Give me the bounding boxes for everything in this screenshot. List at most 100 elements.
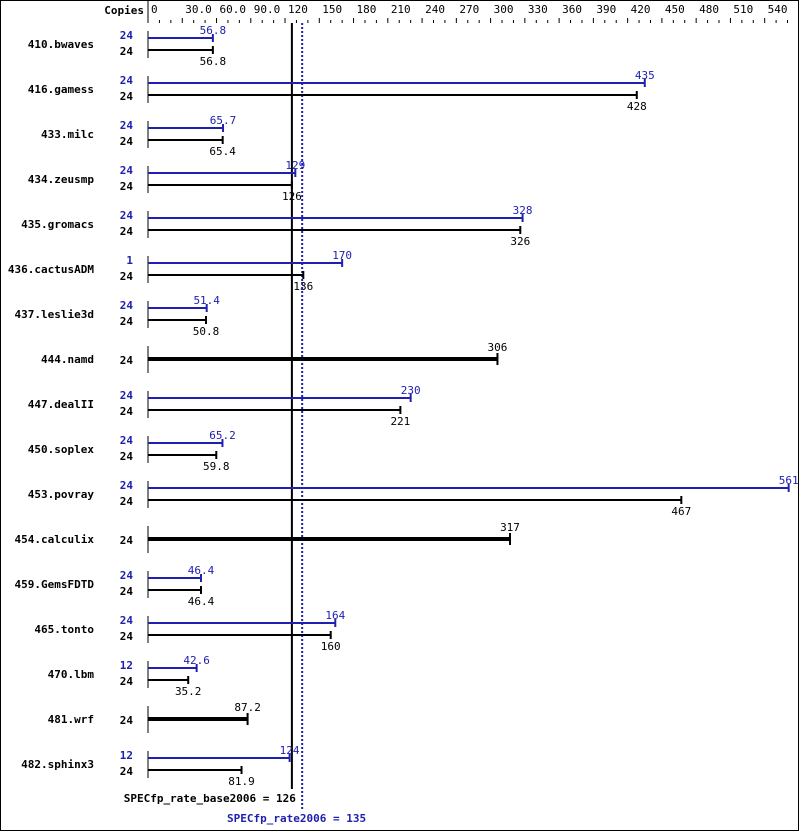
peak-copies: 24 xyxy=(120,569,134,582)
peak-value-label: 124 xyxy=(280,744,300,757)
base-bar xyxy=(148,357,498,361)
peak-value-label: 46.4 xyxy=(188,564,215,577)
benchmark-label: 482.sphinx3 xyxy=(21,758,94,771)
base-value-label: 428 xyxy=(627,100,647,113)
peak-summary-label: SPECfp_rate2006 = 135 xyxy=(227,812,366,825)
x-tick-label: 420 xyxy=(631,3,651,16)
base-value-label: 126 xyxy=(282,190,302,203)
benchmark-label: 481.wrf xyxy=(48,713,94,726)
x-tick-label: 30.0 xyxy=(185,3,212,16)
peak-copies: 24 xyxy=(120,479,134,492)
benchmark-label: 447.dealII xyxy=(28,398,94,411)
x-tick-label: 390 xyxy=(596,3,616,16)
base-copies: 24 xyxy=(120,270,134,283)
benchmark-label: 416.gamess xyxy=(28,83,94,96)
base-copies: 24 xyxy=(120,45,134,58)
base-copies: 24 xyxy=(120,714,134,727)
benchmark-label: 410.bwaves xyxy=(28,38,94,51)
base-copies: 24 xyxy=(120,534,134,547)
x-tick-label: 120 xyxy=(288,3,308,16)
benchmark-label: 465.tonto xyxy=(34,623,94,636)
x-tick-label: 210 xyxy=(391,3,411,16)
x-tick-label: 450 xyxy=(665,3,685,16)
base-value-label: 136 xyxy=(293,280,313,293)
peak-copies: 24 xyxy=(120,389,134,402)
base-copies: 24 xyxy=(120,585,134,598)
benchmark-label: 436.cactusADM xyxy=(8,263,94,276)
peak-copies: 24 xyxy=(120,119,134,132)
base-copies: 24 xyxy=(120,135,134,148)
base-bar xyxy=(148,537,511,541)
base-copies: 24 xyxy=(120,180,134,193)
base-value-label: 65.4 xyxy=(209,145,236,158)
base-bar xyxy=(148,717,248,721)
base-copies: 24 xyxy=(120,315,134,328)
base-copies: 24 xyxy=(120,630,134,643)
benchmark-label: 434.zeusmp xyxy=(28,173,95,186)
benchmark-label: 459.GemsFDTD xyxy=(15,578,95,591)
benchmark-label: 470.lbm xyxy=(48,668,95,681)
peak-copies: 24 xyxy=(120,164,134,177)
x-tick-label: 240 xyxy=(425,3,445,16)
x-tick-label: 360 xyxy=(562,3,582,16)
base-value-label: 35.2 xyxy=(175,685,202,698)
base-copies: 24 xyxy=(120,495,134,508)
peak-copies: 12 xyxy=(120,659,133,672)
peak-value-label: 435 xyxy=(635,69,655,82)
peak-copies: 24 xyxy=(120,29,134,42)
base-copies: 24 xyxy=(120,90,134,103)
x-tick-label: 540 xyxy=(768,3,788,16)
peak-value-label: 42.6 xyxy=(183,654,210,667)
peak-copies: 24 xyxy=(120,614,134,627)
base-value-label: 50.8 xyxy=(193,325,220,338)
base-summary-label: SPECfp_rate_base2006 = 126 xyxy=(124,792,297,805)
base-copies: 24 xyxy=(120,225,134,238)
benchmark-label: 450.soplex xyxy=(28,443,95,456)
base-value-label: 160 xyxy=(321,640,341,653)
x-tick-label: 180 xyxy=(357,3,377,16)
base-value-label: 326 xyxy=(510,235,530,248)
base-value-label: 221 xyxy=(390,415,410,428)
base-value-label: 467 xyxy=(671,505,691,518)
copies-header: Copies xyxy=(104,4,144,17)
peak-value-label: 51.4 xyxy=(193,294,220,307)
base-value-label: 317 xyxy=(500,521,520,534)
x-tick-label: 150 xyxy=(322,3,342,16)
peak-copies: 12 xyxy=(120,749,133,762)
base-copies: 24 xyxy=(120,354,134,367)
base-copies: 24 xyxy=(120,765,134,778)
benchmark-label: 435.gromacs xyxy=(21,218,94,231)
peak-value-label: 56.8 xyxy=(200,24,227,37)
peak-value-label: 561 xyxy=(779,474,798,487)
base-copies: 24 xyxy=(120,675,134,688)
base-value-label: 87.2 xyxy=(234,701,261,714)
base-value-label: 46.4 xyxy=(188,595,215,608)
peak-value-label: 65.2 xyxy=(209,429,236,442)
x-tick-label: 510 xyxy=(733,3,753,16)
benchmark-label: 453.povray xyxy=(28,488,95,501)
base-copies: 24 xyxy=(120,405,134,418)
peak-value-label: 65.7 xyxy=(210,114,237,127)
x-tick-label: 60.0 xyxy=(220,3,247,16)
base-copies: 24 xyxy=(120,450,134,463)
peak-copies: 24 xyxy=(120,209,134,222)
peak-value-label: 170 xyxy=(332,249,352,262)
peak-copies: 1 xyxy=(126,254,133,267)
base-value-label: 306 xyxy=(488,341,508,354)
base-value-label: 81.9 xyxy=(228,775,255,788)
peak-copies: 24 xyxy=(120,434,134,447)
x-tick-label: 270 xyxy=(459,3,479,16)
x-tick-label: 0 xyxy=(151,3,158,16)
benchmark-label: 433.milc xyxy=(41,128,94,141)
benchmark-label: 437.leslie3d xyxy=(15,308,94,321)
peak-copies: 24 xyxy=(120,299,134,312)
peak-value-label: 164 xyxy=(325,609,345,622)
benchmark-label: 444.namd xyxy=(41,353,94,366)
base-value-label: 59.8 xyxy=(203,460,230,473)
benchmark-label: 454.calculix xyxy=(15,533,95,546)
base-value-label: 56.8 xyxy=(200,55,227,68)
x-tick-label: 480 xyxy=(699,3,719,16)
x-tick-label: 300 xyxy=(494,3,514,16)
